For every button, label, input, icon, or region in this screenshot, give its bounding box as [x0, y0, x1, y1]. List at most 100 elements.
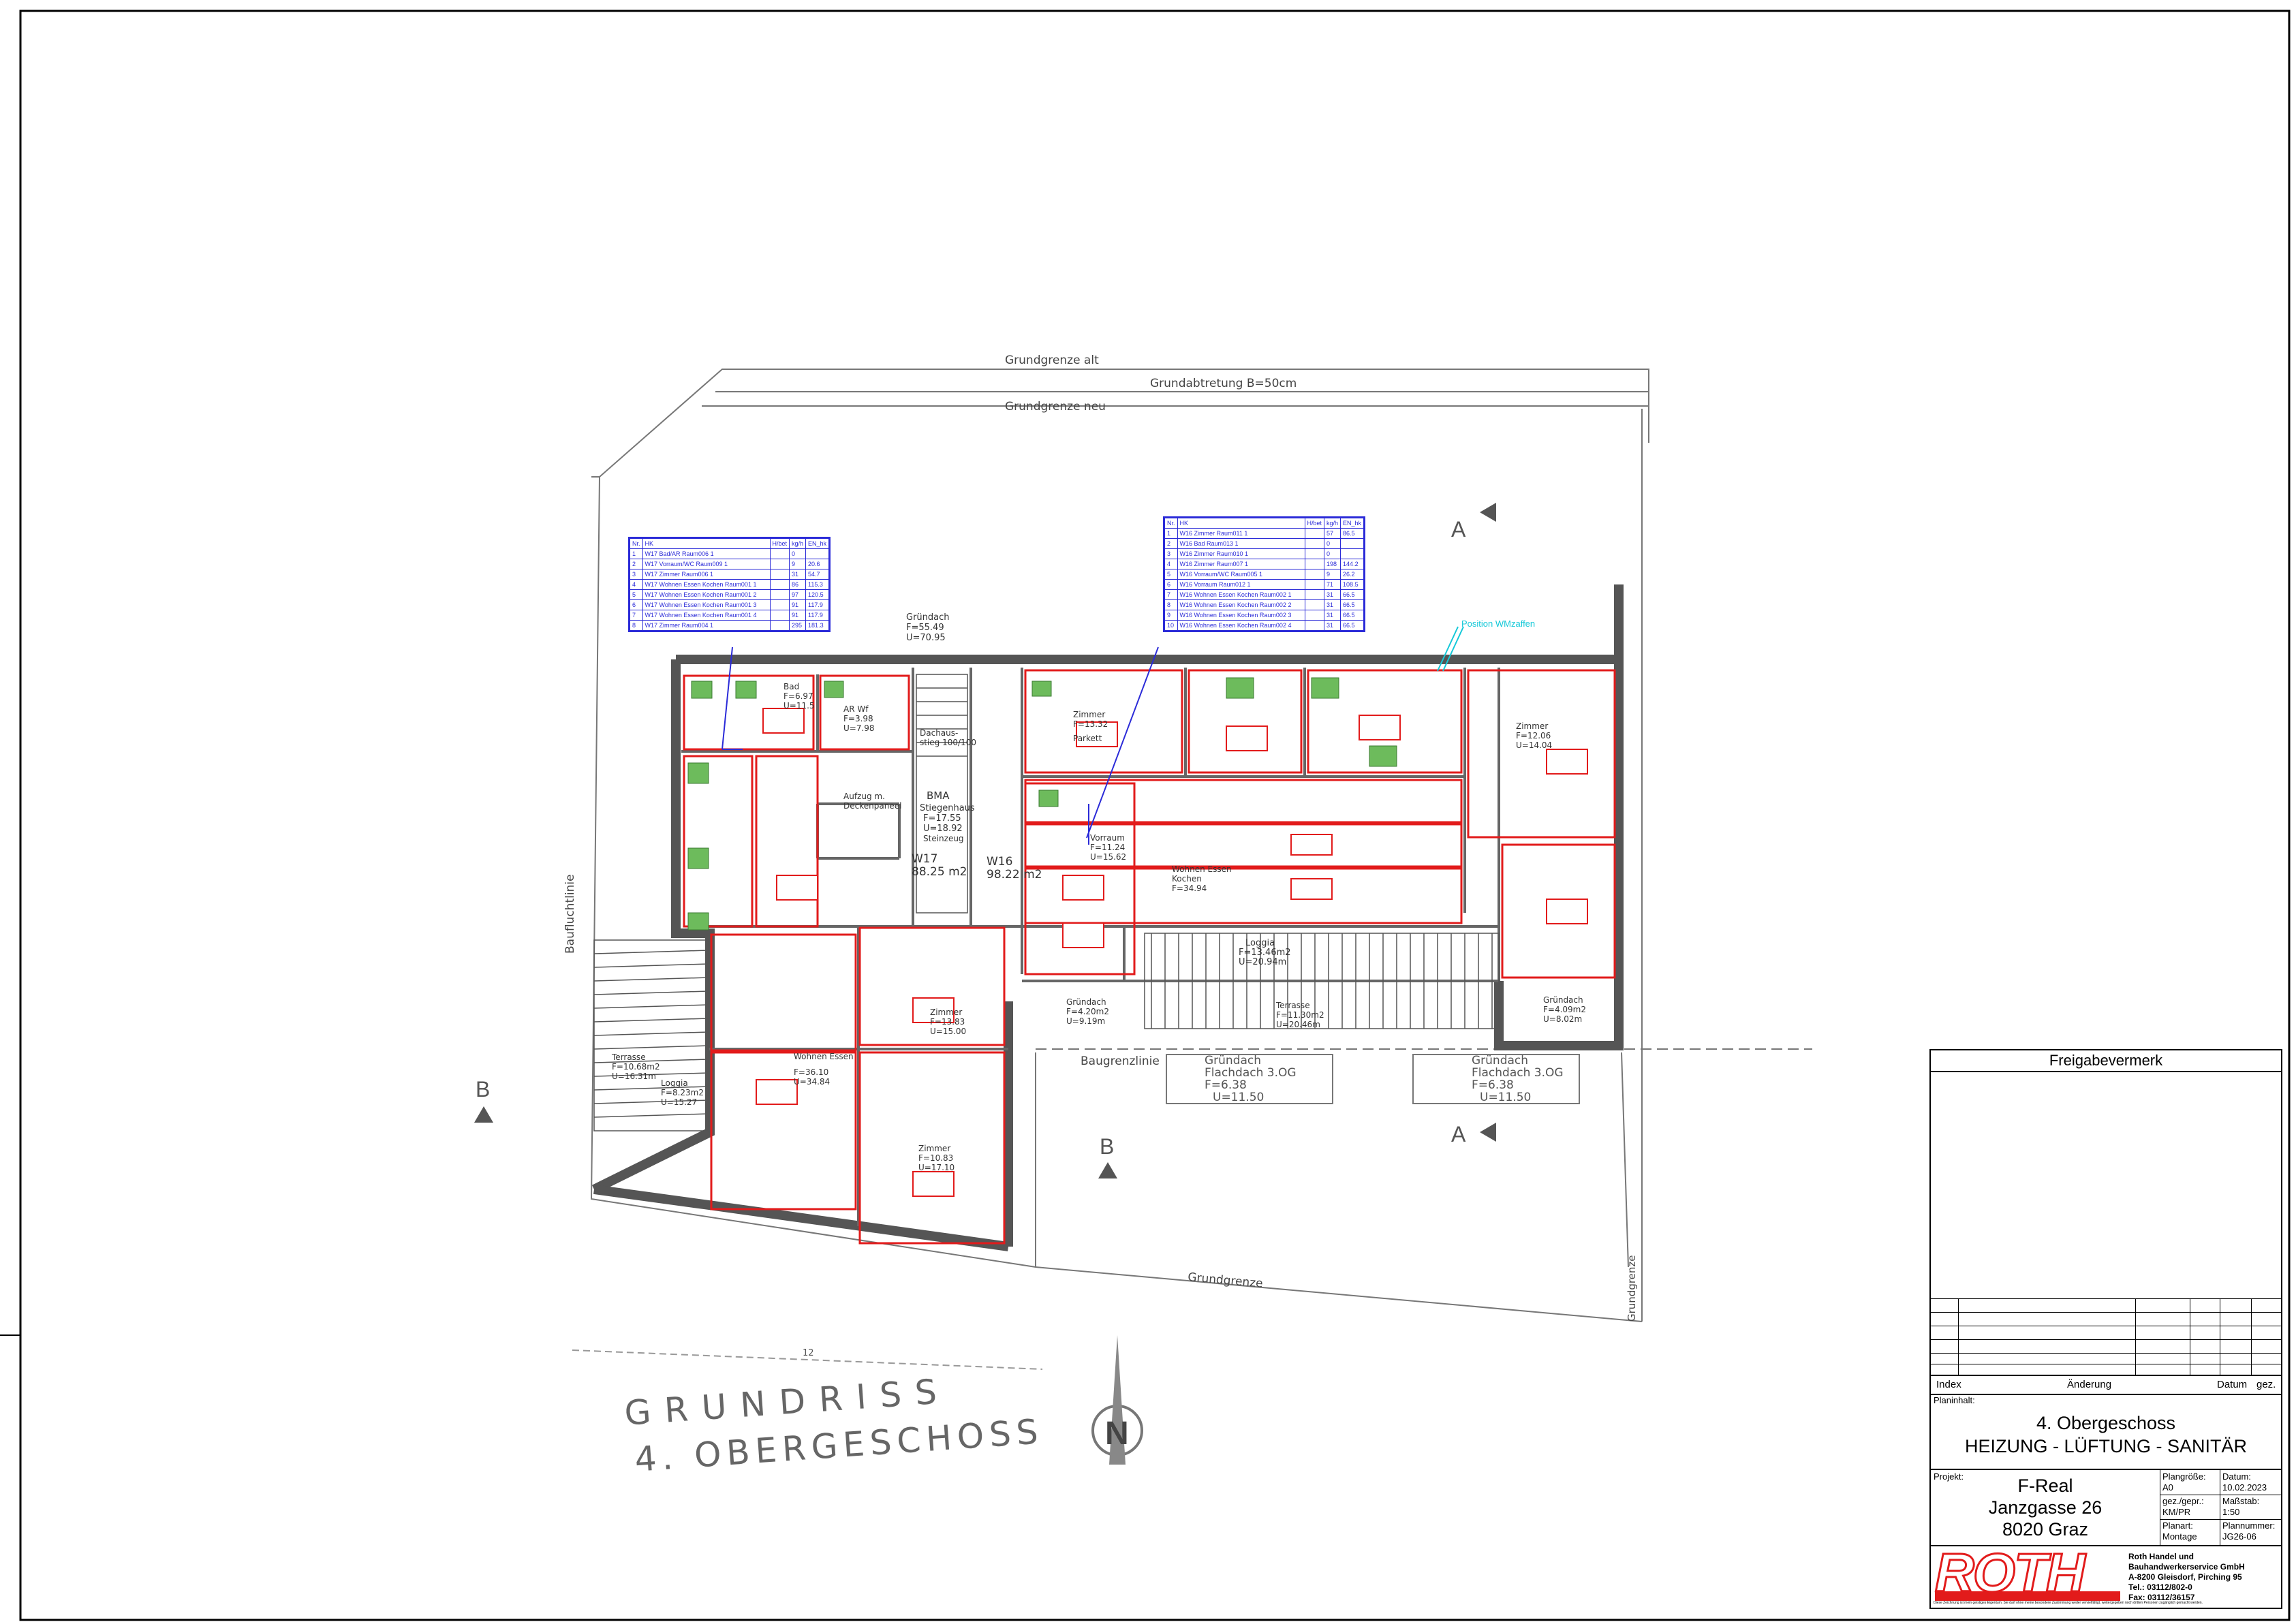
label-grundgrenze-neu: Grundgrenze neu — [1005, 400, 1106, 413]
planart-value: Montage — [2162, 1531, 2197, 1542]
room-perim: U=17.10 — [918, 1163, 955, 1172]
roth-logo: ROTH — [1934, 1544, 2126, 1601]
section-marker-a-top: A — [1451, 517, 1466, 542]
north-label: N — [1105, 1416, 1129, 1452]
room-name: Stiegenhaus — [920, 803, 975, 813]
room-area: F=6.97 — [784, 691, 813, 701]
label-grundgrenze-right: Grundgrenze — [1626, 1255, 1638, 1322]
flat-roof-l2: Flachdach 3.OG — [1472, 1066, 1564, 1080]
project-section: Projekt: F-Real Janzgasse 26 8020 Graz P… — [1931, 1470, 2281, 1546]
room-name: Terrasse — [611, 1052, 646, 1062]
room-area: F=10.83 — [918, 1153, 953, 1163]
room-name: Loggia — [661, 1078, 688, 1088]
massstab-value: 1:50 — [2222, 1507, 2240, 1517]
room-perim: U=20.94m — [1239, 957, 1286, 967]
room-perim: U=15.27 — [661, 1097, 697, 1107]
room-area: Steinzeug — [923, 834, 964, 843]
room-area: Deckenpaneel — [843, 801, 901, 811]
room-name: Gründach — [906, 612, 950, 623]
project-line2: Janzgasse 26 — [1988, 1497, 2103, 1518]
room-area: F=13.32 — [1073, 719, 1108, 729]
room-area: F=4.09m2 — [1543, 1005, 1586, 1014]
room-area: stieg 100/100 — [920, 738, 976, 747]
flat-roof-l4: U=11.50 — [1480, 1091, 1531, 1104]
flat-roof-l1: Gründach — [1472, 1054, 1528, 1067]
room-name: AR Wf — [843, 704, 869, 714]
room-name: Wohnen Essen — [1172, 864, 1232, 874]
room-perim: U=20.46m — [1276, 1020, 1320, 1029]
radiator-tags — [756, 708, 1588, 1197]
room-name: Zimmer — [1073, 710, 1105, 719]
datum-value: 10.02.2023 — [2222, 1482, 2267, 1493]
flat-roof-l3: F=6.38 — [1472, 1078, 1514, 1092]
room-name: Loggia — [1245, 938, 1275, 948]
ventilation-units — [687, 677, 1397, 931]
label-grundgrenze-bottom: Grundgrenze — [1188, 1270, 1264, 1291]
room-area: F=3.98 — [843, 714, 873, 723]
room-area: F=11.30m2 — [1276, 1010, 1324, 1020]
label-baufluchtlinie: Baufluchtlinie — [563, 874, 577, 954]
room-area: F=17.55 — [923, 813, 961, 824]
room-name: BMA — [927, 790, 950, 802]
scale-bar — [572, 1349, 1043, 1370]
room-perim: U=14.04 — [1516, 740, 1552, 750]
room-perim: U=15.00 — [930, 1027, 966, 1036]
flat-roof-l3: F=6.38 — [1205, 1078, 1247, 1092]
title-block: Freigabevermerk Index Änderung Datum gez… — [1929, 1049, 2282, 1609]
room-name: Zimmer — [918, 1144, 950, 1153]
cyan-annotation — [1437, 626, 1464, 672]
room-perim: U=34.84 — [794, 1077, 830, 1087]
room-perim: U=70.95 — [906, 633, 946, 643]
planinhalt-line2: HEIZUNG - LÜFTUNG - SANITÄR — [1964, 1436, 2247, 1456]
room-name: Terrasse — [1275, 1001, 1310, 1010]
room-area: F=36.10 — [794, 1067, 828, 1077]
room-name: Bad — [784, 682, 799, 691]
room-area: 98.22 m2 — [987, 868, 1042, 881]
north-arrow-icon — [1091, 1335, 1143, 1465]
section-marker-a-bottom: A — [1451, 1122, 1466, 1146]
plangroesse-value: A0 — [2162, 1482, 2173, 1493]
room-name: Aufzug m. — [843, 792, 885, 801]
flat-roof-labels: Gründach Flachdach 3.OG F=6.38 U=11.50 G… — [1205, 1054, 1564, 1104]
project-line3: 8020 Graz — [2002, 1519, 2089, 1540]
company-logo-area: ROTH Roth Handel und Bauhandwerkerservic… — [1934, 1542, 2245, 1605]
room-perim: U=9.19m — [1066, 1016, 1105, 1026]
room-perim: U=15.62 — [1090, 852, 1126, 862]
room-labels: Bad F=6.97 U=11.5 AR Wf F=3.98 U=7.98 Gr… — [611, 612, 1586, 1172]
heating-zones — [683, 669, 1616, 1245]
room-area: F=11.24 — [1090, 843, 1125, 852]
room-perim: U=11.5 — [784, 701, 815, 710]
room-name: Wohnen Essen — [794, 1052, 854, 1061]
drawing-frame — [19, 10, 2291, 1621]
plannummer-value: JG26-06 — [2222, 1531, 2256, 1542]
room-name: Gründach — [1543, 995, 1583, 1005]
room-area: F=13.46m2 — [1239, 948, 1291, 958]
room-perim: U=16.31m — [612, 1072, 656, 1081]
room-area: F=8.23m2 — [661, 1088, 704, 1097]
room-perim: Parkett — [1073, 734, 1102, 743]
room-area: F=4.20m2 — [1066, 1007, 1109, 1016]
section-marker-b-mid: B — [1100, 1134, 1114, 1159]
room-name: Zimmer — [1516, 721, 1548, 731]
room-name: Dachaus- — [920, 728, 958, 738]
scale-bar-label: 12 — [803, 1348, 814, 1358]
flat-roof-l4: U=11.50 — [1213, 1091, 1264, 1104]
section-marker-b-left: B — [476, 1077, 490, 1102]
property-boundaries — [590, 369, 1812, 1322]
